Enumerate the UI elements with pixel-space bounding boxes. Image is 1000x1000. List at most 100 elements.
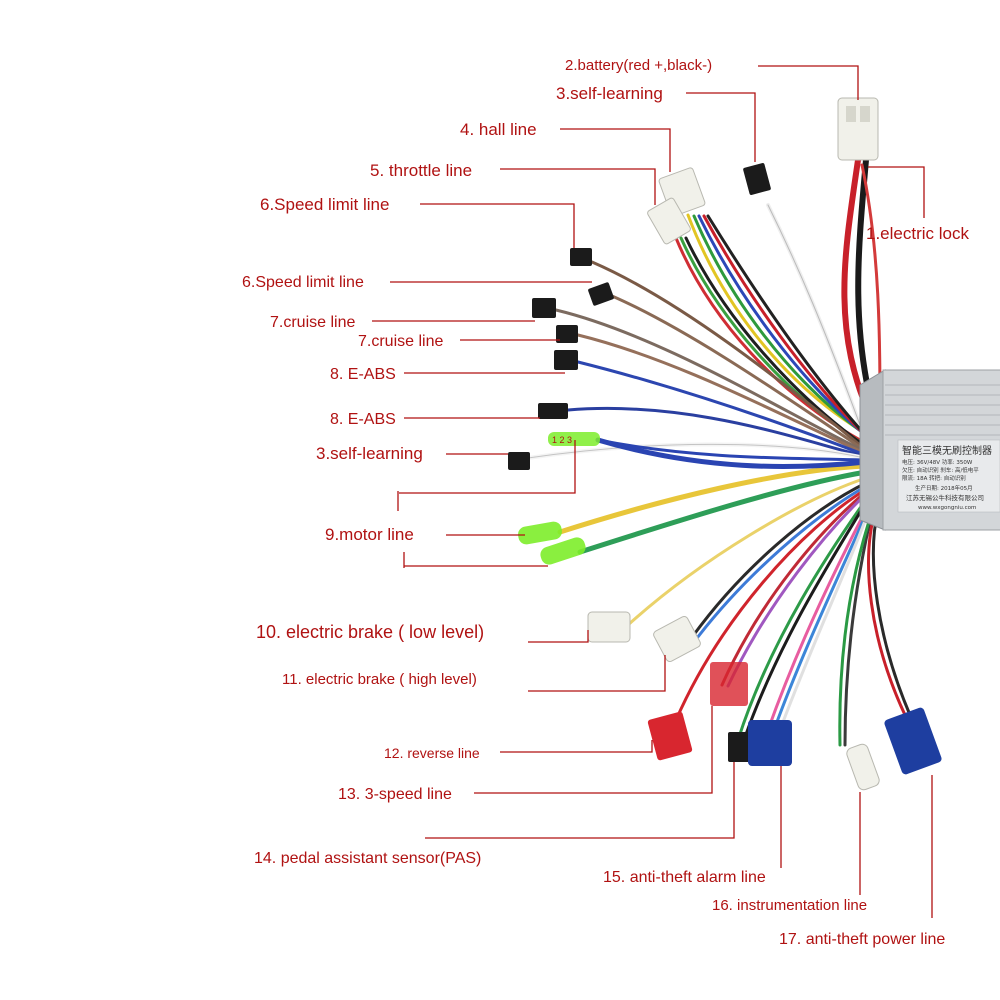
controller-title: 智能三模无刷控制器 [902,444,992,457]
controller-spec-1: 电压: 36V/48V 功率: 350W [902,458,973,466]
wire-brake-high-1 [688,480,870,642]
wire-eabs-2 [566,406,862,457]
controller-date: 生产日期: 2018年05月 [915,484,973,492]
controller-maker: 江苏无锡公牛科技有限公司 [906,493,984,502]
label-throttle: 5. throttle line [370,161,472,180]
wire-3speed-1 [720,488,870,687]
wire-hall-blue [697,214,866,436]
leader-brake-high [528,655,666,692]
sleeve-sensor [548,432,600,446]
controller-sticker [897,439,1000,513]
connector-cruise-2 [556,325,578,343]
connector-alarm [748,720,792,766]
label-selflearn-bottom: 3.self-learning [316,444,423,463]
leader-sensor-bracket [399,440,576,494]
leader-brake-low [528,630,589,643]
label-pas: 14. pedal assistant sensor(PAS) [254,850,481,867]
label-instrumentation: 16. instrumentation line [712,897,867,914]
wire-3speed-2 [726,490,870,688]
wire-battery-red [841,157,875,423]
label-alarm: 15. anti-theft alarm line [603,869,766,886]
controller-fins [885,384,1000,436]
leader-throttle [500,168,656,205]
labels: 2.battery(red +,black-) 3.self-learning … [242,57,969,948]
wire-instr-2 [838,504,876,747]
wire-alarm-3 [778,500,874,732]
leader-speedlimit-1 [420,203,575,248]
connector-brake-low [587,611,631,643]
leader-reverse [500,740,653,753]
wire-pas-2 [742,494,872,742]
sleeve-motor-2 [540,537,586,565]
connector-antitheft-power [884,707,942,775]
label-brake-low: 10. electric brake ( low level) [256,622,484,642]
wire-brake-high-2 [692,483,870,644]
connector-instrumentation [846,743,880,791]
wire-hall-red [702,214,868,438]
label-electric-lock: 1.electric lock [866,224,969,243]
leader-pas [425,762,735,839]
connector-cruise-1 [532,298,556,318]
wire-motor-yellow [557,463,869,535]
controller-website: www.wxgongniu.com [918,505,976,511]
sleeve-marking: 1 2 3 [552,435,572,445]
wire-pas-1 [736,492,872,742]
connector-eabs-1 [554,350,578,370]
label-hall: 4. hall line [460,120,537,139]
leader-hall [560,128,671,172]
leader-selflearn-top [686,92,756,162]
connector-speedlimit-1 [570,248,592,266]
wire-cruise-2 [576,333,862,453]
connector-selflearn-bottom [508,452,530,470]
label-brake-high: 11. electric brake ( high level) [282,671,477,688]
wire-hall-black [706,214,870,440]
label-speedlimit-2: 6.Speed limit line [242,274,364,291]
wire-motor-green [577,469,869,555]
connector-3speed [710,662,748,706]
leader-3speed [474,706,713,794]
wire-eabs-1 [576,360,862,455]
connector-reverse [647,711,693,761]
leader-electric-lock [868,166,925,218]
wire-antitheft-2 [871,508,912,717]
label-antitheft-power: 17. anti-theft power line [779,931,945,948]
label-eabs-2: 8. E-ABS [330,411,396,428]
wire-alarm-2 [772,498,874,732]
wire-motor-blue [595,437,869,470]
label-reverse: 12. reverse line [384,745,480,761]
wire-bundle [526,157,912,747]
label-speedlimit-1: 6.Speed limit line [260,195,389,214]
label-battery: 2.battery(red +,black-) [565,57,712,74]
wire-cruise-1 [554,308,862,451]
leader-battery [758,65,859,100]
connector-throttle [647,197,691,245]
connector-speedlimit-2 [588,282,614,306]
sleeve-motor-1 [518,521,562,545]
label-cruise-1: 7.cruise line [270,314,355,331]
wire-hall-green [692,214,864,434]
connector-eabs-2 [538,403,568,419]
wire-speedlimit-1 [590,260,862,447]
connectors: 1 2 3 [508,97,942,791]
connector-pas [728,732,750,762]
wire-instr-1 [843,502,876,747]
wire-speedlimit-2 [610,294,862,449]
label-eabs-1: 8. E-ABS [330,366,396,383]
wire-selflearn-white-edge [767,204,861,426]
controller-side [859,369,886,531]
label-cruise-2: 7.cruise line [358,333,443,350]
label-selflearn-top: 3.self-learning [556,84,663,103]
leader-lines [372,65,933,918]
label-3speed: 13. 3-speed line [338,786,452,803]
connector-battery [837,97,879,161]
wire-antitheft-1 [867,506,907,717]
wire-selflearn-2-edge [527,443,861,459]
wire-alarm-1 [766,496,874,732]
controller-box: 智能三模无刷控制器 电压: 36V/48V 功率: 350W 欠压: 自动识别 … [859,369,1000,531]
connector-selflearn-top [743,163,771,195]
wire-brake-low-yellow [626,476,868,627]
controller-spec-3: 限流: 18A 转把: 自动识别 [902,474,966,482]
wire-hall-yellow [686,213,862,432]
